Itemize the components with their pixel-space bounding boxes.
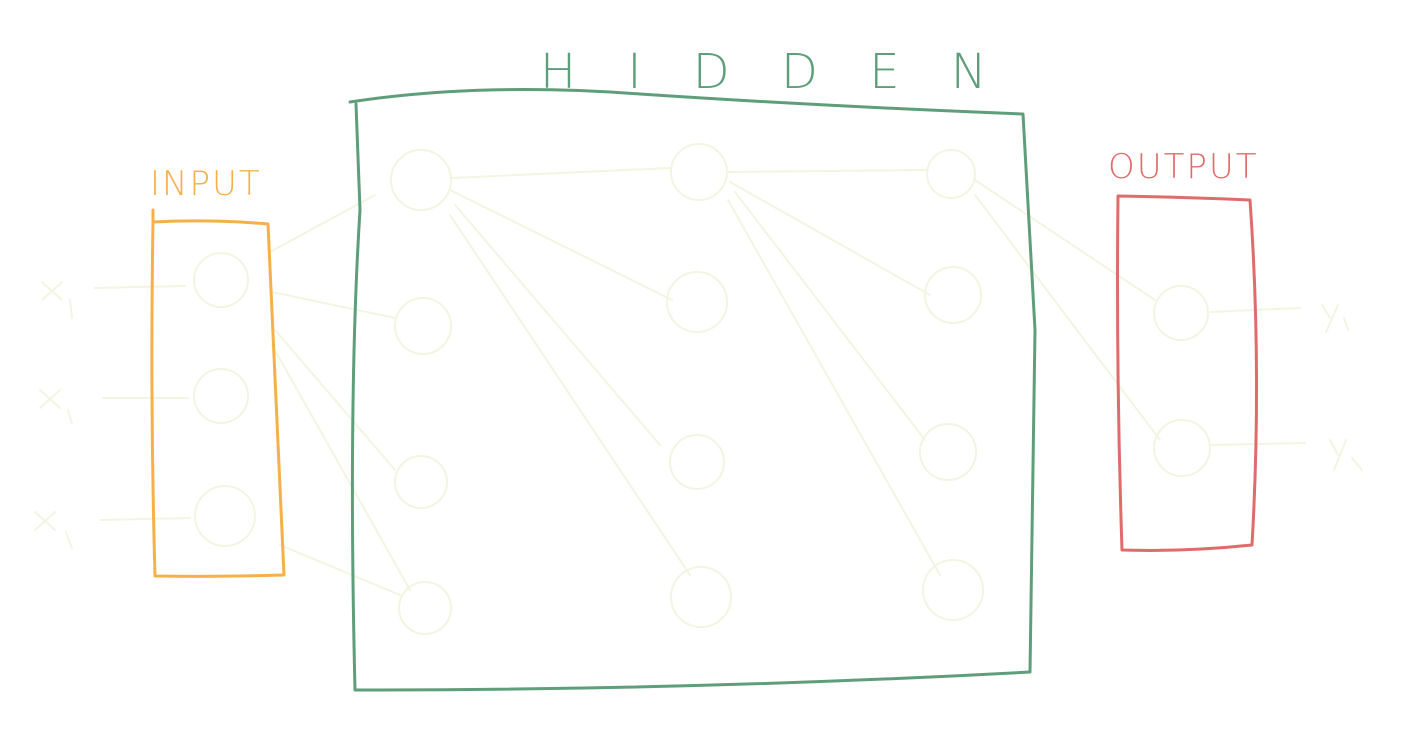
hidden-node-2-2 — [666, 271, 728, 333]
hidden-node-1-1 — [390, 149, 452, 211]
output-layer: OUTPUT — [1108, 147, 1259, 552]
hidden-nodes — [390, 143, 984, 635]
output-node-1 — [1153, 285, 1209, 341]
input-layer: INPUT — [150, 164, 286, 578]
variable-labels — [34, 281, 1363, 549]
hidden-node-1-3 — [394, 455, 448, 509]
output-node-2 — [1153, 419, 1211, 477]
hidden-node-3-4 — [922, 559, 984, 621]
input-label: INPUT — [150, 164, 262, 204]
input-nodes — [193, 252, 256, 547]
hidden-node-2-1 — [670, 143, 728, 201]
output-nodes — [1153, 285, 1211, 477]
hidden-box — [348, 88, 1037, 692]
input-node-1 — [193, 252, 249, 308]
input-node-2 — [193, 368, 249, 424]
y2-label — [1329, 439, 1363, 471]
hidden-node-2-3 — [669, 434, 725, 490]
hidden-label: H I D D E N — [540, 44, 1005, 100]
x2-label — [39, 389, 73, 425]
hidden-node-3-3 — [919, 423, 977, 481]
x3-label — [34, 511, 73, 549]
hidden-node-2-4 — [670, 566, 732, 628]
hidden-node-3-1 — [926, 149, 976, 199]
hidden-layer: H I D D E N — [348, 44, 1037, 692]
output-box — [1116, 194, 1259, 552]
hidden-node-1-4 — [398, 581, 452, 635]
y1-label — [1321, 304, 1349, 333]
connections — [94, 167, 1306, 596]
hidden-node-3-2 — [924, 266, 982, 324]
hidden-node-1-2 — [394, 297, 452, 355]
x1-label — [41, 281, 73, 319]
input-node-3 — [194, 485, 256, 547]
output-label: OUTPUT — [1108, 147, 1259, 187]
input-box — [150, 219, 286, 578]
